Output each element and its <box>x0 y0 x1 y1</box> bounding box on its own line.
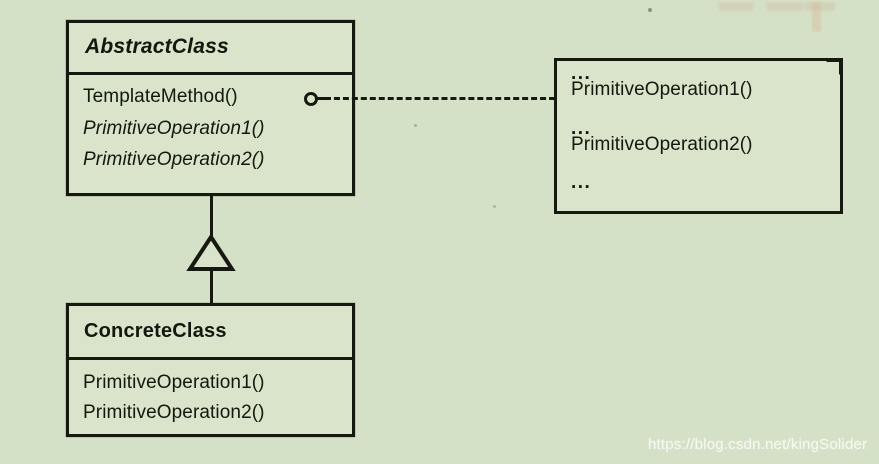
scan-speck <box>414 124 417 127</box>
scan-speck <box>648 8 652 12</box>
note-dependency-dashed-line <box>325 97 555 100</box>
abstract-class-operation-1: PrimitiveOperation1() <box>83 118 265 139</box>
scan-speck <box>493 205 496 208</box>
concrete-class-name: ConcreteClass <box>84 320 227 342</box>
concrete-class-box[interactable]: ConcreteClass PrimitiveOperation1() Prim… <box>66 303 355 437</box>
concrete-class-divider <box>69 357 352 360</box>
note-line-2: ... <box>571 118 592 139</box>
watermark-text: https://blog.csdn.net/kingSolider <box>648 436 868 453</box>
note-anchor-ball-icon <box>304 92 318 106</box>
note-folded-corner-highlight <box>825 62 839 76</box>
abstract-class-operation-2: PrimitiveOperation2() <box>83 149 265 170</box>
note-anchor-stub <box>317 97 326 100</box>
note-line-3: PrimitiveOperation2() <box>571 134 753 155</box>
concrete-class-operation-0: PrimitiveOperation1() <box>83 372 265 393</box>
note-box[interactable]: ... PrimitiveOperation1() ... PrimitiveO… <box>554 58 843 214</box>
generalization-line-upper <box>210 196 213 239</box>
abstract-class-box[interactable]: AbstractClass TemplateMethod() Primitive… <box>66 20 355 196</box>
abstract-class-name: AbstractClass <box>85 35 229 58</box>
abstract-class-operation-0: TemplateMethod() <box>83 86 238 107</box>
generalization-line-lower <box>210 268 213 306</box>
note-line-4: ... <box>571 172 592 193</box>
abstract-class-divider <box>69 72 352 75</box>
concrete-class-operation-1: PrimitiveOperation2() <box>83 402 265 423</box>
note-line-0: ... <box>571 63 592 84</box>
note-line-1: PrimitiveOperation1() <box>571 79 753 100</box>
